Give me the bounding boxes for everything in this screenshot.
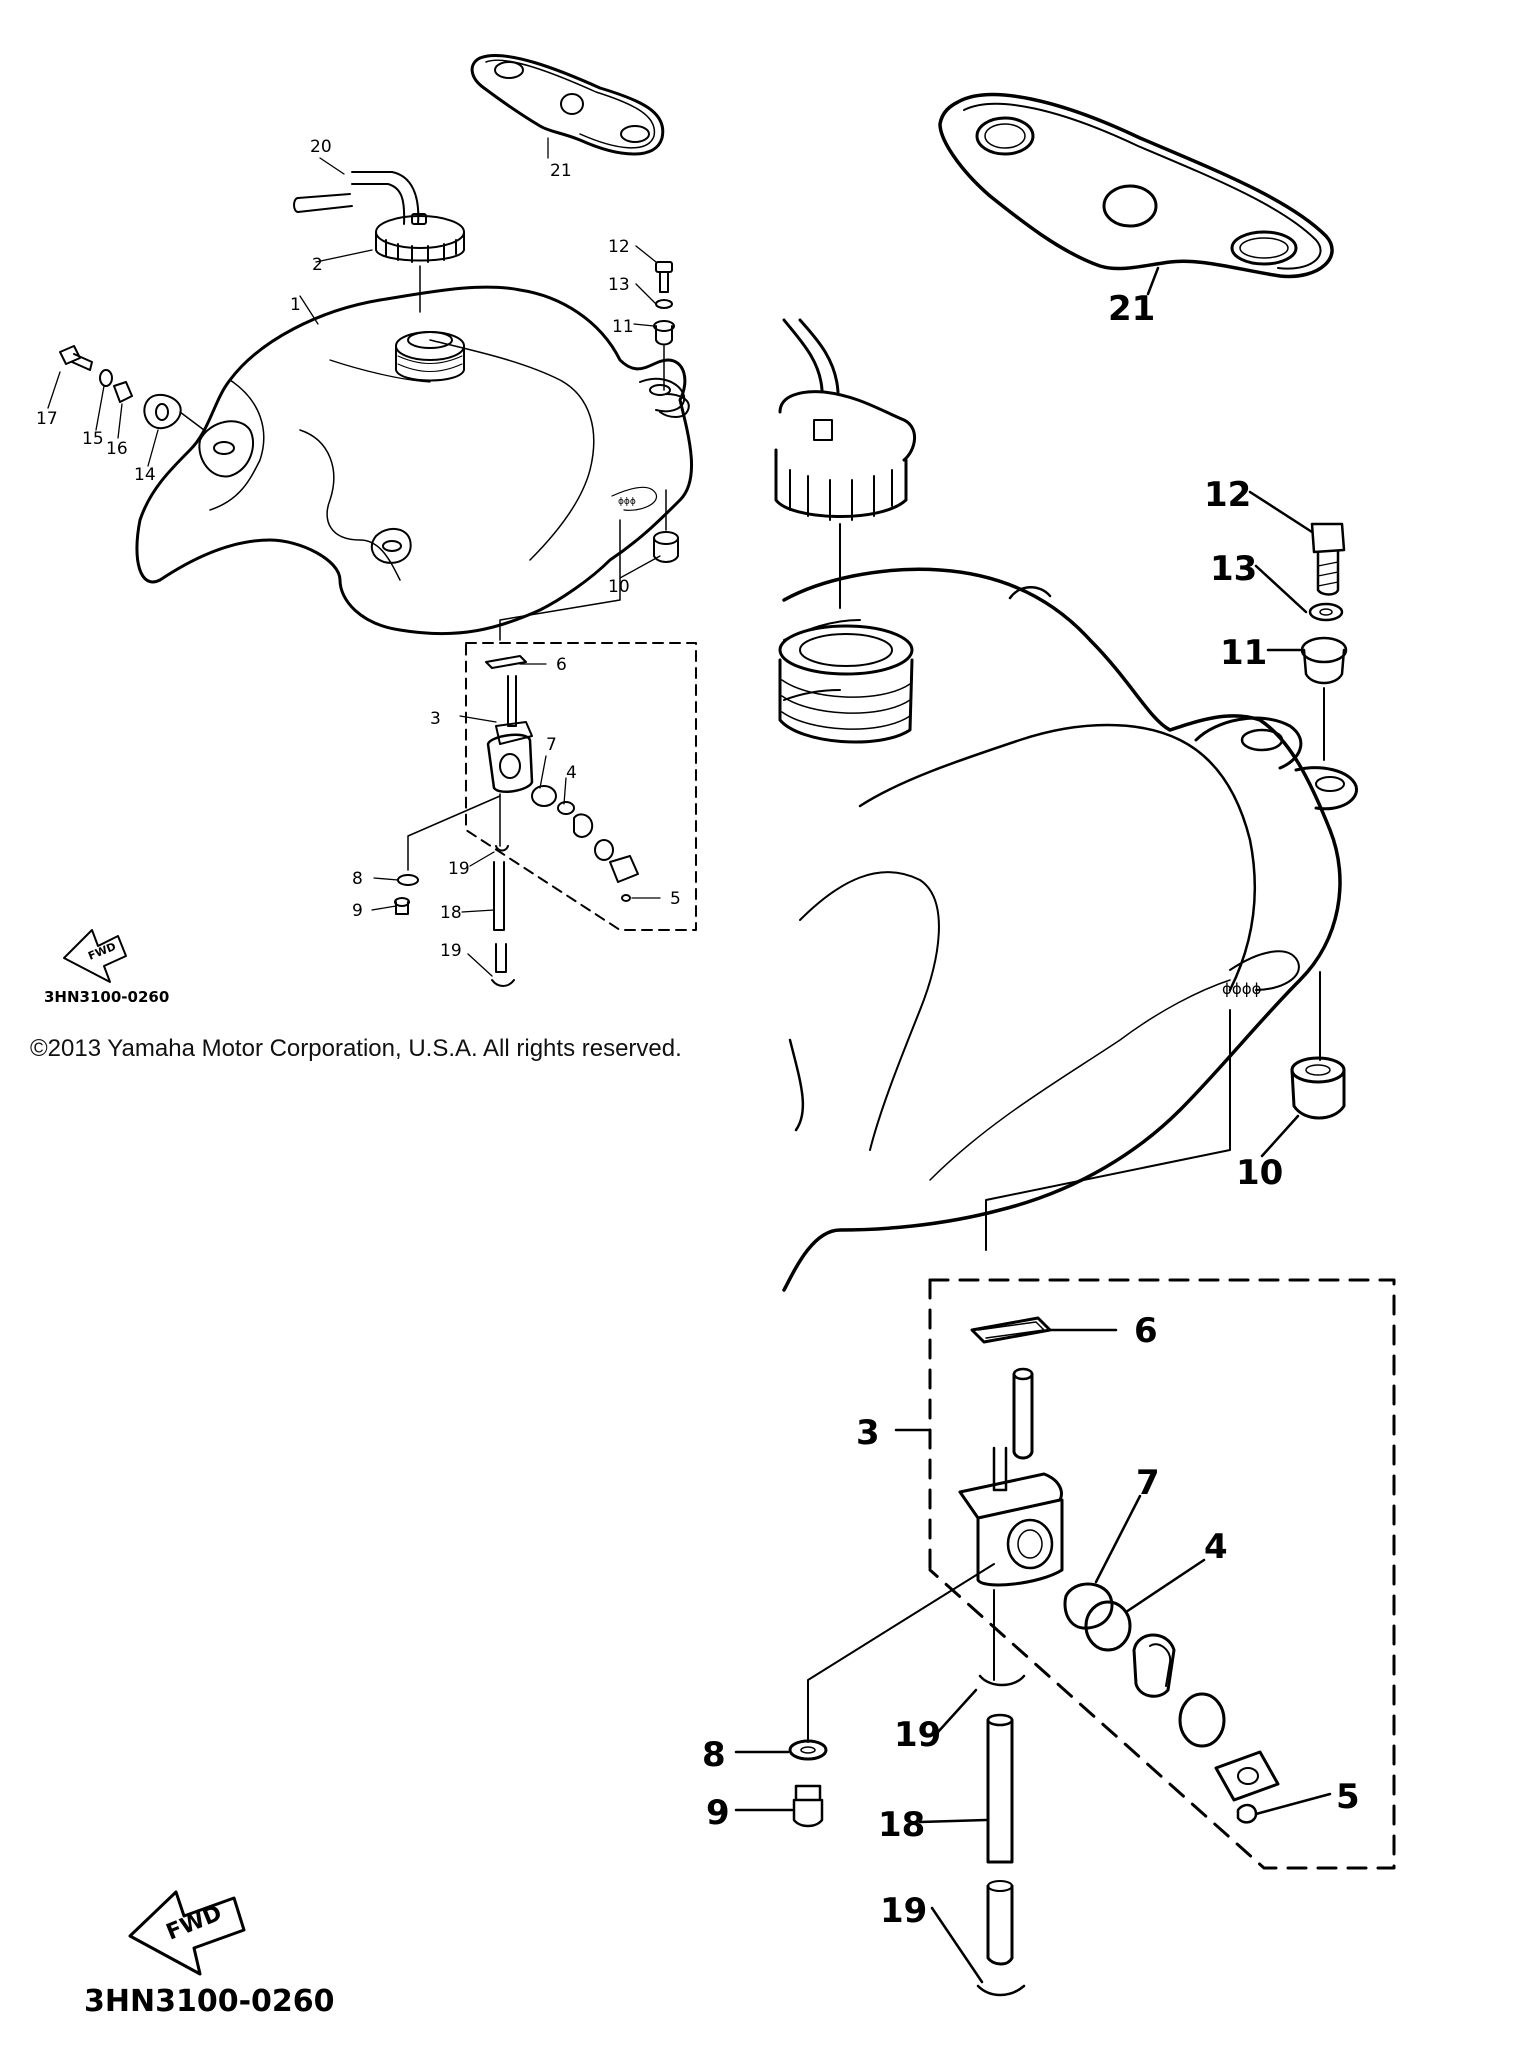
small-label-7: 7	[546, 735, 557, 755]
small-label-5: 5	[670, 889, 681, 909]
copyright-notice: ©2013 Yamaha Motor Corporation, U.S.A. A…	[30, 1035, 682, 1062]
small-plate-21	[470, 54, 665, 156]
small-label-4: 4	[566, 763, 577, 783]
large-labels: 21 12 13 11 10 6 3 7 4 19 8 5 9 18 19 FW…	[84, 289, 1360, 2019]
large-label-8: 8	[702, 1735, 726, 1775]
large-label-12: 12	[1204, 475, 1251, 515]
large-label-9: 9	[706, 1793, 730, 1833]
small-label-8: 8	[352, 869, 363, 889]
small-label-19b: 19	[440, 941, 462, 961]
small-label-9: 9	[352, 901, 363, 921]
small-label-12: 12	[608, 237, 630, 257]
small-label-1: 1	[290, 295, 301, 315]
large-tank: ɸɸɸɸ	[778, 567, 1358, 1292]
large-plate-21	[938, 92, 1334, 279]
large-label-11: 11	[1220, 633, 1267, 673]
large-leader-lines	[734, 266, 1332, 1984]
small-fwd-arrow	[63, 929, 127, 983]
small-label-3: 3	[430, 709, 441, 729]
large-label-10: 10	[1236, 1153, 1283, 1193]
small-rubber-10	[499, 489, 679, 641]
small-label-18: 18	[440, 903, 462, 923]
large-label-3: 3	[856, 1413, 880, 1453]
large-label-19b: 19	[880, 1891, 927, 1931]
large-bolt-stack	[1300, 522, 1348, 761]
large-label-4: 4	[1204, 1527, 1228, 1567]
large-petcock-box	[928, 1278, 1396, 1870]
small-bolt-stack	[653, 261, 675, 391]
small-part-code: 3HN3100-0260	[44, 988, 169, 1006]
large-label-19a: 19	[894, 1715, 941, 1755]
svg-text:ɸɸɸ: ɸɸɸ	[618, 497, 636, 507]
small-label-17: 17	[36, 409, 58, 429]
small-label-6: 6	[556, 655, 567, 675]
small-label-11: 11	[612, 317, 634, 337]
large-part-code: 3HN3100-0260	[84, 1984, 335, 2019]
large-label-13: 13	[1210, 549, 1257, 589]
large-fwd-arrow	[128, 1890, 246, 1976]
small-label-16: 16	[106, 439, 128, 459]
large-label-7: 7	[1136, 1463, 1160, 1503]
small-label-14: 14	[134, 465, 156, 485]
small-label-21: 21	[550, 161, 572, 181]
large-label-18: 18	[878, 1805, 925, 1845]
small-label-13: 13	[608, 275, 630, 295]
small-fwd-label: FWD	[86, 940, 118, 963]
large-cap-assembly	[774, 318, 916, 609]
small-label-19a: 19	[448, 859, 470, 879]
small-label-10: 10	[608, 577, 630, 597]
small-label-15: 15	[82, 429, 104, 449]
small-cap-2	[375, 213, 465, 313]
large-rubber-10	[985, 971, 1346, 1251]
small-petcock-assembly	[394, 642, 697, 987]
small-tank-1: ɸɸɸ	[135, 285, 693, 636]
large-label-21: 21	[1108, 289, 1155, 329]
large-label-5: 5	[1336, 1777, 1360, 1817]
large-label-6: 6	[1134, 1311, 1158, 1351]
small-label-20: 20	[310, 137, 332, 157]
small-leader-lines	[47, 137, 661, 977]
svg-text:ɸɸɸɸ: ɸɸɸɸ	[1222, 980, 1262, 998]
small-hose-20	[293, 171, 420, 225]
small-grommet-stack	[59, 345, 205, 431]
small-labels: 20 21 2 1 12 13 11 17 15 16 14 10 6 3 7 …	[36, 137, 681, 1006]
small-label-2: 2	[312, 255, 323, 275]
